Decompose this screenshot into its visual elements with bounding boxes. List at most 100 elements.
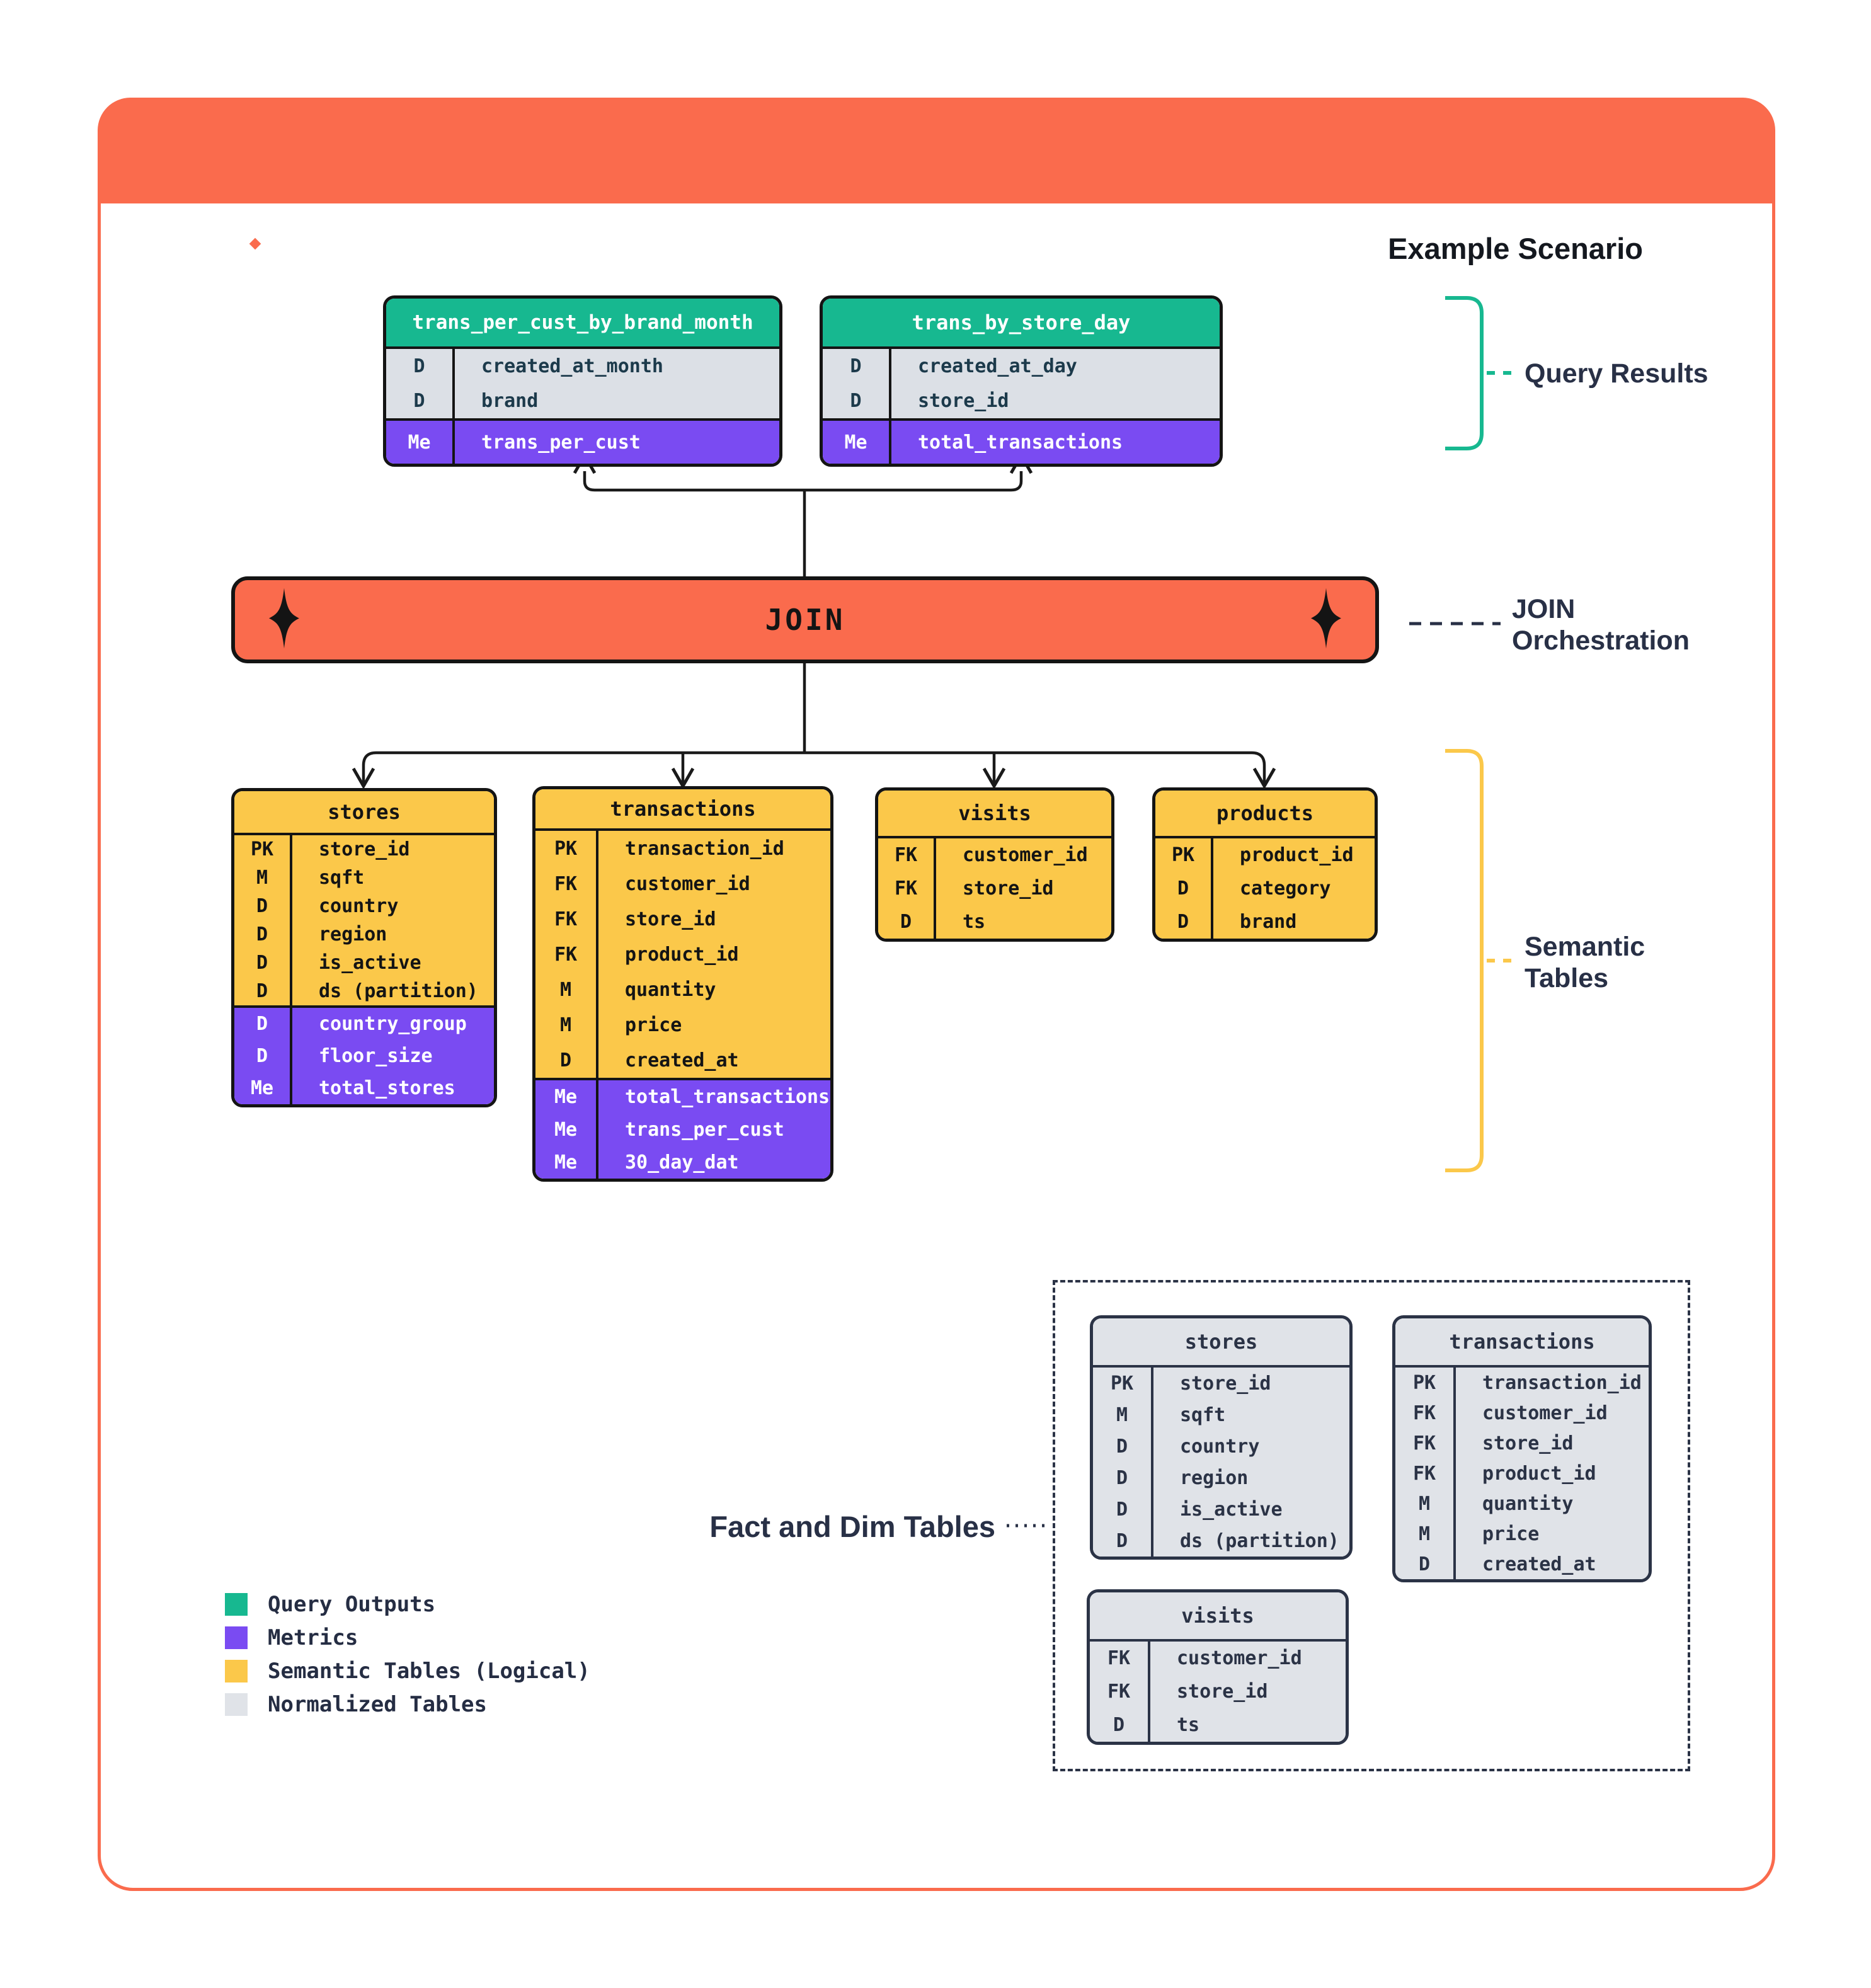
field-key: D xyxy=(1177,911,1189,933)
field-key: M xyxy=(559,1014,572,1036)
table-title: transactions xyxy=(1395,1318,1649,1365)
field-key: FK xyxy=(1412,1402,1436,1424)
field-name: created_at_day xyxy=(889,349,1220,384)
legend-swatch-icon xyxy=(225,1592,248,1616)
field-key: M xyxy=(559,978,572,1001)
field-key: D xyxy=(1116,1466,1128,1489)
table-title: transactions xyxy=(535,789,830,828)
legend-item: Semantic Tables (Logical) xyxy=(225,1654,590,1688)
field-key: D xyxy=(256,1045,268,1067)
field-key: Me xyxy=(554,1151,578,1174)
legend-label: Query Outputs xyxy=(268,1591,436,1617)
field-name: store_id xyxy=(934,872,1111,905)
field-name: floor_size xyxy=(290,1040,494,1072)
field-name: country xyxy=(1151,1431,1349,1462)
field-name: quantity xyxy=(596,972,830,1007)
field-key: FK xyxy=(554,872,578,895)
field-name: ds (partition) xyxy=(1151,1525,1349,1557)
legend-swatch-icon xyxy=(225,1626,248,1649)
legend-label: Semantic Tables (Logical) xyxy=(268,1658,590,1684)
field-name: region xyxy=(290,920,494,949)
field-key: D xyxy=(413,355,425,377)
field-key: Me xyxy=(554,1118,578,1141)
legend-item: Metrics xyxy=(225,1621,590,1654)
field-name: customer_id xyxy=(934,838,1111,872)
field-name: is_active xyxy=(1151,1494,1349,1525)
field-name: store_id xyxy=(1148,1675,1346,1708)
legend-swatch-icon xyxy=(225,1693,248,1716)
field-key: FK xyxy=(554,908,578,930)
field-name: store_id xyxy=(1151,1368,1349,1399)
field-name: country_group xyxy=(290,1008,494,1040)
field-key: D xyxy=(413,390,425,412)
field-name: ts xyxy=(934,905,1111,939)
field-name: price xyxy=(596,1007,830,1043)
field-key: D xyxy=(256,923,268,945)
table-title: visits xyxy=(1090,1592,1346,1639)
field-key: D xyxy=(256,952,268,974)
field-key: FK xyxy=(1412,1462,1436,1485)
field-key: D xyxy=(1113,1714,1125,1736)
legend-item: Normalized Tables xyxy=(225,1688,590,1721)
join-orchestration-label: JOIN Orchestration xyxy=(1512,593,1690,656)
field-name: brand xyxy=(452,384,779,418)
join-label: JOIN xyxy=(765,603,845,637)
join-orchestration-bar: JOIN xyxy=(231,576,1379,663)
table-title: visits xyxy=(878,791,1111,836)
field-key: D xyxy=(1177,877,1189,900)
field-key: M xyxy=(1418,1492,1431,1515)
field-name: ds (partition) xyxy=(290,977,494,1005)
field-key: D xyxy=(256,895,268,917)
field-key: D xyxy=(256,980,268,1002)
field-name: total_transactions xyxy=(889,421,1220,464)
field-key: Me xyxy=(554,1085,578,1108)
field-name: country xyxy=(290,892,494,920)
field-key: FK xyxy=(554,943,578,966)
field-key: D xyxy=(850,355,862,377)
field-key: D xyxy=(256,1013,268,1035)
field-name: ts xyxy=(1148,1708,1346,1742)
field-key: PK xyxy=(1171,844,1195,866)
field-name: created_at xyxy=(1453,1549,1649,1579)
field-key: D xyxy=(1116,1435,1128,1458)
field-key: D xyxy=(1116,1529,1128,1552)
field-key: PK xyxy=(554,837,578,860)
field-key: PK xyxy=(250,838,274,860)
